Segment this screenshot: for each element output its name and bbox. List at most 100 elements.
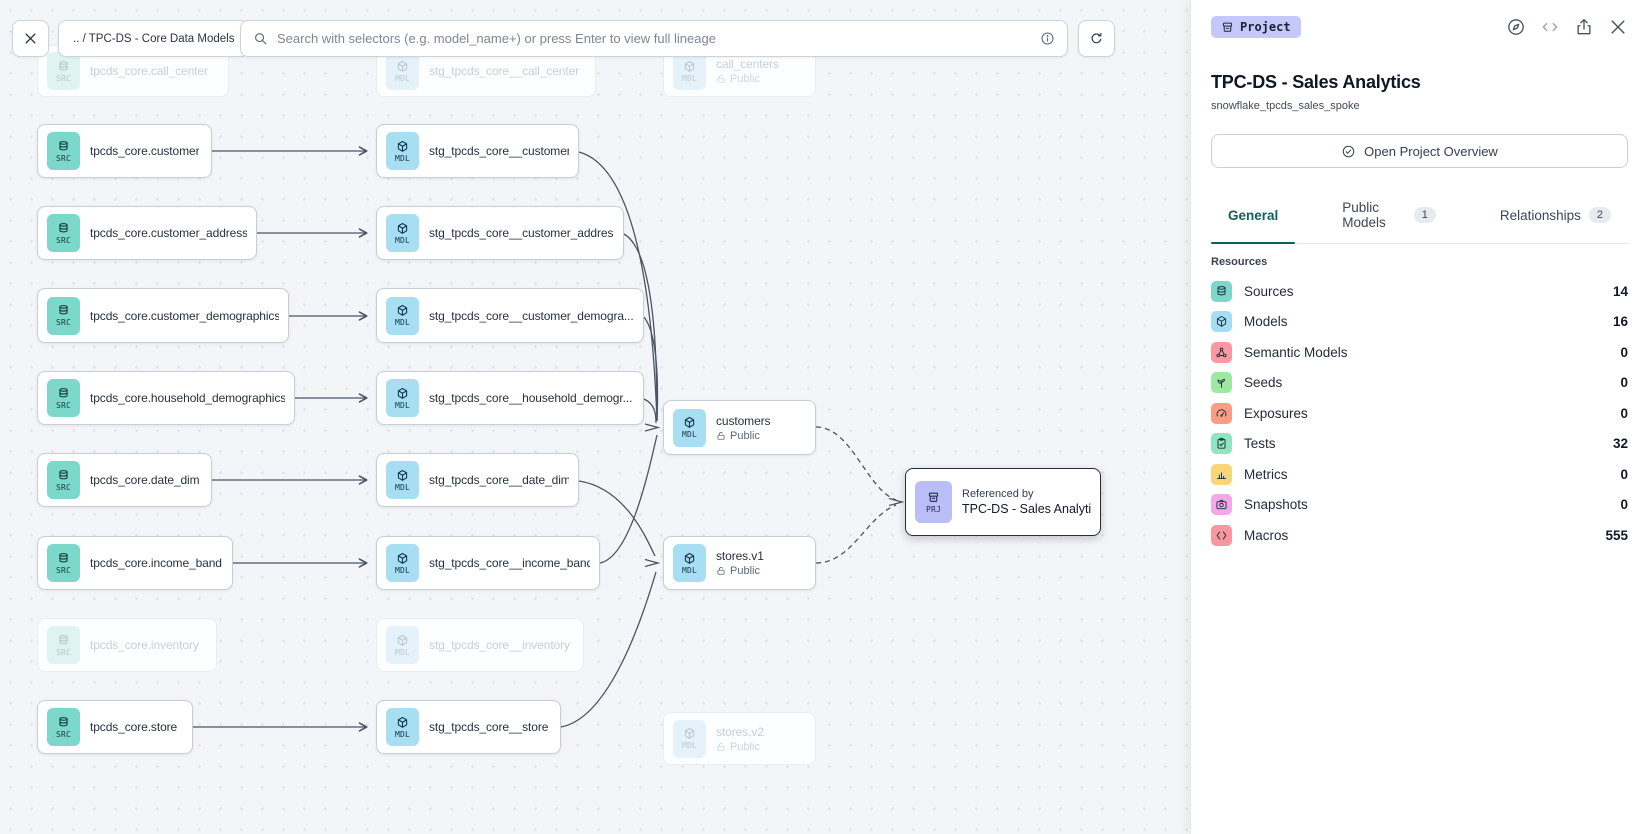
cube-icon: MDL	[386, 296, 419, 335]
database-icon: SRC	[47, 379, 80, 417]
panel-actions	[1506, 17, 1628, 37]
code-brackets-icon	[1211, 524, 1232, 546]
node-label: tpcds_core.customer_demographics	[90, 308, 279, 323]
node-access-badge: Public	[716, 741, 764, 753]
cube-icon: MDL	[673, 719, 706, 758]
node-text: tpcds_core.date_dim	[90, 473, 200, 487]
node-label: stg_tpcds_core__household_demogr...	[429, 391, 633, 405]
cube-icon: MDL	[386, 461, 419, 499]
source-node[interactable]: SRC tpcds_core.household_demographics	[37, 371, 295, 425]
node-label: stores.v1	[716, 549, 764, 563]
node-label: stg_tpcds_core__customer_address	[429, 226, 614, 240]
source-node[interactable]: SRC tpcds_core.date_dim	[37, 453, 212, 507]
node-label: stg_tpcds_core__inventory	[429, 638, 570, 652]
node-access-badge: Public	[716, 565, 764, 577]
resource-row-semantic-models[interactable]: Semantic Models 0	[1211, 337, 1628, 368]
node-text: tpcds_core.customer_demographics	[90, 309, 279, 323]
resource-row-metrics[interactable]: Metrics 0	[1211, 459, 1628, 490]
project-icon: PRJ	[915, 481, 952, 523]
database-icon: SRC	[47, 52, 80, 90]
node-text: tpcds_core.customer	[90, 144, 199, 158]
breadcrumb[interactable]: .. / TPC-DS - Core Data Models	[58, 20, 250, 57]
tab-relationships[interactable]: Relationships 2	[1483, 189, 1628, 243]
node-label: tpcds_core.inventory	[90, 638, 199, 652]
node-text: stg_tpcds_core__customer	[429, 144, 569, 158]
code-icon[interactable]	[1540, 17, 1560, 37]
node-text: tpcds_core.income_band	[90, 556, 222, 570]
database-icon: SRC	[47, 461, 80, 499]
project-subtitle: snowflake_tpcds_sales_spoke	[1211, 100, 1360, 112]
model-node[interactable]: MDL stg_tpcds_core__date_dim	[376, 453, 579, 507]
node-text: stg_tpcds_core__date_dim	[429, 473, 569, 487]
resource-row-models[interactable]: Models 16	[1211, 307, 1628, 338]
resource-row-sources[interactable]: Sources 14	[1211, 276, 1628, 307]
project-icon	[1221, 21, 1234, 34]
resource-row-seeds[interactable]: Seeds 0	[1211, 368, 1628, 399]
panel-tabs: General Public Models 1 Relationships 2	[1211, 189, 1628, 244]
resource-row-tests[interactable]: Tests 32	[1211, 429, 1628, 460]
overview-icon	[1341, 144, 1356, 159]
node-label: stg_tpcds_core__call_center	[429, 64, 580, 78]
node-label: tpcds_core.call_center	[90, 64, 208, 78]
node-text: stg_tpcds_core__store	[429, 720, 548, 734]
node-label: TPC-DS - Sales Analytics	[962, 502, 1091, 516]
node-text: tpcds_core.store	[90, 720, 177, 734]
resource-row-snapshots[interactable]: Snapshots 0	[1211, 490, 1628, 521]
node-label: tpcds_core.income_band	[90, 556, 222, 570]
node-text: tpcds_core.inventory	[90, 638, 199, 652]
tab-general[interactable]: General	[1211, 189, 1296, 244]
node-text: stg_tpcds_core__call_center	[429, 64, 579, 78]
close-icon	[23, 31, 38, 46]
close-panel-icon[interactable]	[1608, 17, 1628, 37]
cube-icon: MDL	[386, 708, 419, 746]
info-icon[interactable]	[1040, 31, 1055, 46]
node-text: stg_tpcds_core__customer_address	[429, 226, 614, 240]
cube-icon: MDL	[386, 52, 419, 90]
refresh-button[interactable]	[1078, 20, 1115, 57]
search-bar[interactable]	[240, 20, 1068, 57]
node-access-badge: Public	[716, 73, 779, 85]
search-input[interactable]	[277, 31, 1031, 46]
node-label: stg_tpcds_core__income_band	[429, 556, 590, 570]
resource-row-exposures[interactable]: Exposures 0	[1211, 398, 1628, 429]
node-text: stg_tpcds_core__household_demogr...	[429, 391, 632, 405]
share-icon[interactable]	[1574, 17, 1594, 37]
camera-icon	[1211, 494, 1232, 516]
lock-open-icon	[716, 742, 726, 752]
close-lineage-button[interactable]	[12, 20, 49, 57]
resources-heading: Resources	[1211, 256, 1268, 268]
database-icon	[1211, 280, 1232, 302]
lock-open-icon	[716, 566, 726, 576]
resource-row-macros[interactable]: Macros 555	[1211, 520, 1628, 551]
node-label: tpcds_core.customer_address	[90, 226, 247, 240]
model-node[interactable]: MDL stg_tpcds_core__store	[376, 700, 561, 754]
tab-public-models[interactable]: Public Models 1	[1325, 189, 1453, 243]
open-project-overview-button[interactable]: Open Project Overview	[1211, 134, 1628, 168]
lineage-lens-icon[interactable]	[1506, 17, 1526, 37]
node-text: tpcds_core.household_demographics	[90, 391, 285, 405]
node-label: tpcds_core.household_demographics	[90, 391, 285, 405]
node-text: stg_tpcds_core__income_band	[429, 556, 590, 570]
clipboard-check-icon	[1211, 433, 1232, 455]
